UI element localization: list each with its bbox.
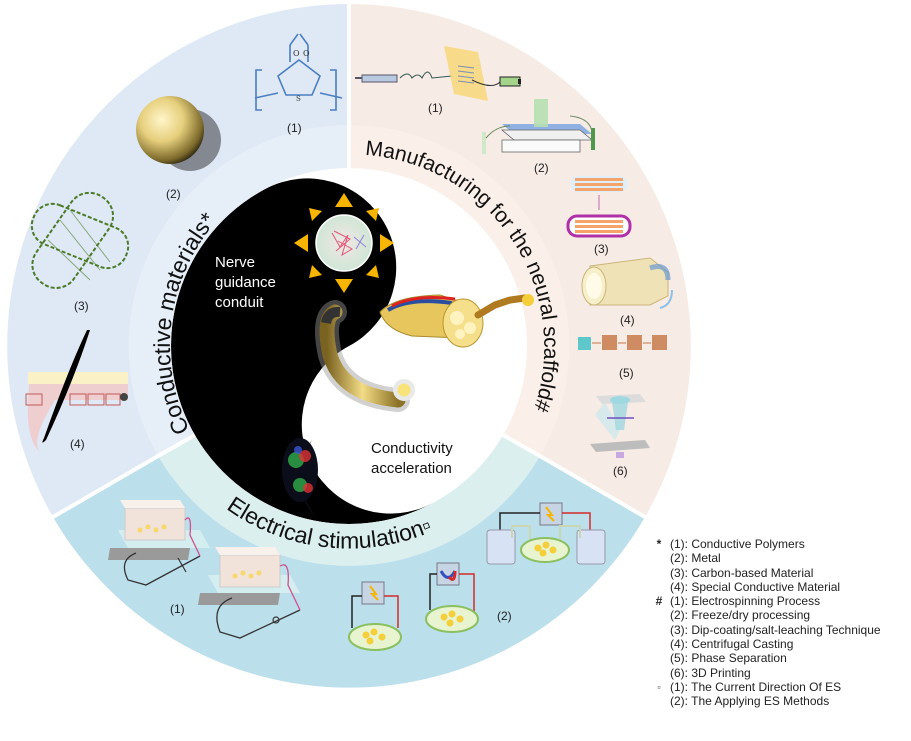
conductivity-acceleration-label: Conductivity acceleration bbox=[371, 440, 457, 477]
applying-es-methods-icon bbox=[348, 502, 606, 651]
divider bbox=[502, 433, 541, 458]
item-number: (6) bbox=[613, 464, 628, 478]
item-number: (4) bbox=[70, 437, 85, 451]
current-direction-setup-icon bbox=[108, 500, 301, 639]
nerve-guidance-region bbox=[171, 178, 433, 524]
divider bbox=[51, 454, 160, 519]
phase-separation-icon bbox=[578, 335, 667, 350]
item-number: (2) bbox=[166, 187, 181, 201]
legend-group-conductive-materials: * (1): Conductive Polymers (2): Metal (3… bbox=[652, 537, 881, 594]
legend-entry: (1): The Current Direction Of ES bbox=[670, 679, 842, 694]
center-disc: Nerve guidance conduit Conductivity acce… bbox=[171, 168, 534, 524]
legend-entry: (4): Centrifugal Casting bbox=[670, 637, 794, 652]
metal-sphere-icon bbox=[136, 96, 221, 171]
legend-entry: (6): 3D Printing bbox=[670, 665, 751, 680]
legend-entry: (2): Freeze/dry processing bbox=[670, 608, 811, 623]
electrospinning-icon bbox=[355, 46, 521, 101]
oxygen-atom-label: O bbox=[303, 49, 310, 58]
item-number: (3) bbox=[74, 299, 89, 313]
legend-entry: (1): Conductive Polymers bbox=[670, 537, 805, 551]
conduit-tube-icon bbox=[314, 300, 415, 412]
centrifugal-casting-icon bbox=[581, 257, 673, 309]
square-symbol: ▫ bbox=[657, 681, 661, 692]
item-number: (3) bbox=[594, 242, 609, 256]
legend-entry: (3): Dip-coating/salt-leaching Technique bbox=[670, 622, 881, 637]
3d-printing-icon bbox=[590, 394, 650, 458]
conductive-materials-items: O O S (1) (2) (3) (4) bbox=[25, 33, 343, 452]
manufacturing-items: (1) (2) (3) (4) bbox=[355, 46, 673, 478]
electrical-stimulation-items: (1) (2) bbox=[108, 500, 606, 651]
item-number: (1) bbox=[428, 101, 443, 115]
item-number: (1) bbox=[287, 121, 302, 135]
legend-group-electrical-stimulation: ▫ (1): The Current Direction Of ES (2): … bbox=[652, 680, 881, 709]
legend-entry: (5): Phase Separation bbox=[670, 651, 787, 666]
legend: * (1): Conductive Polymers (2): Metal (3… bbox=[652, 537, 881, 709]
hash-symbol: # bbox=[655, 594, 663, 609]
nerve-guidance-conduit-label: Nerve guidance conduit bbox=[215, 254, 280, 311]
band-conductive-materials bbox=[128, 125, 349, 456]
legend-group-manufacturing: # (1): Electrospinning Process (2): Free… bbox=[652, 594, 881, 680]
band-manufacturing bbox=[349, 125, 570, 456]
special-conductive-material-icon bbox=[25, 330, 128, 452]
legend-entry: (4): Special Conductive Material bbox=[670, 579, 841, 594]
item-number: (2) bbox=[534, 161, 549, 175]
item-number: (4) bbox=[620, 313, 635, 327]
divider bbox=[538, 454, 647, 519]
legend-entry: (1): Electrospinning Process bbox=[670, 594, 821, 609]
dip-coating-icon bbox=[566, 176, 632, 238]
legend-entry: (2): The Applying ES Methods bbox=[670, 694, 830, 709]
sulfur-atom-label: S bbox=[296, 95, 301, 103]
item-number: (1) bbox=[170, 602, 185, 616]
legend-entry: (2): Metal bbox=[670, 551, 721, 566]
sun-icon bbox=[294, 193, 394, 293]
band-electrical-stimulation bbox=[158, 435, 540, 566]
oxygen-atom-label: O bbox=[293, 49, 300, 58]
legend-entry: (3): Carbon-based Material bbox=[670, 565, 814, 580]
item-number: (2) bbox=[497, 609, 512, 623]
nerve-bundle-icon bbox=[379, 294, 534, 348]
divider bbox=[157, 433, 196, 458]
freeze-dry-icon bbox=[482, 99, 595, 154]
carbon-nanotube-icon bbox=[30, 191, 130, 289]
item-number: (5) bbox=[619, 366, 634, 380]
asterisk-symbol: * bbox=[656, 537, 662, 551]
pedot-polymer-structure-icon bbox=[254, 33, 343, 111]
